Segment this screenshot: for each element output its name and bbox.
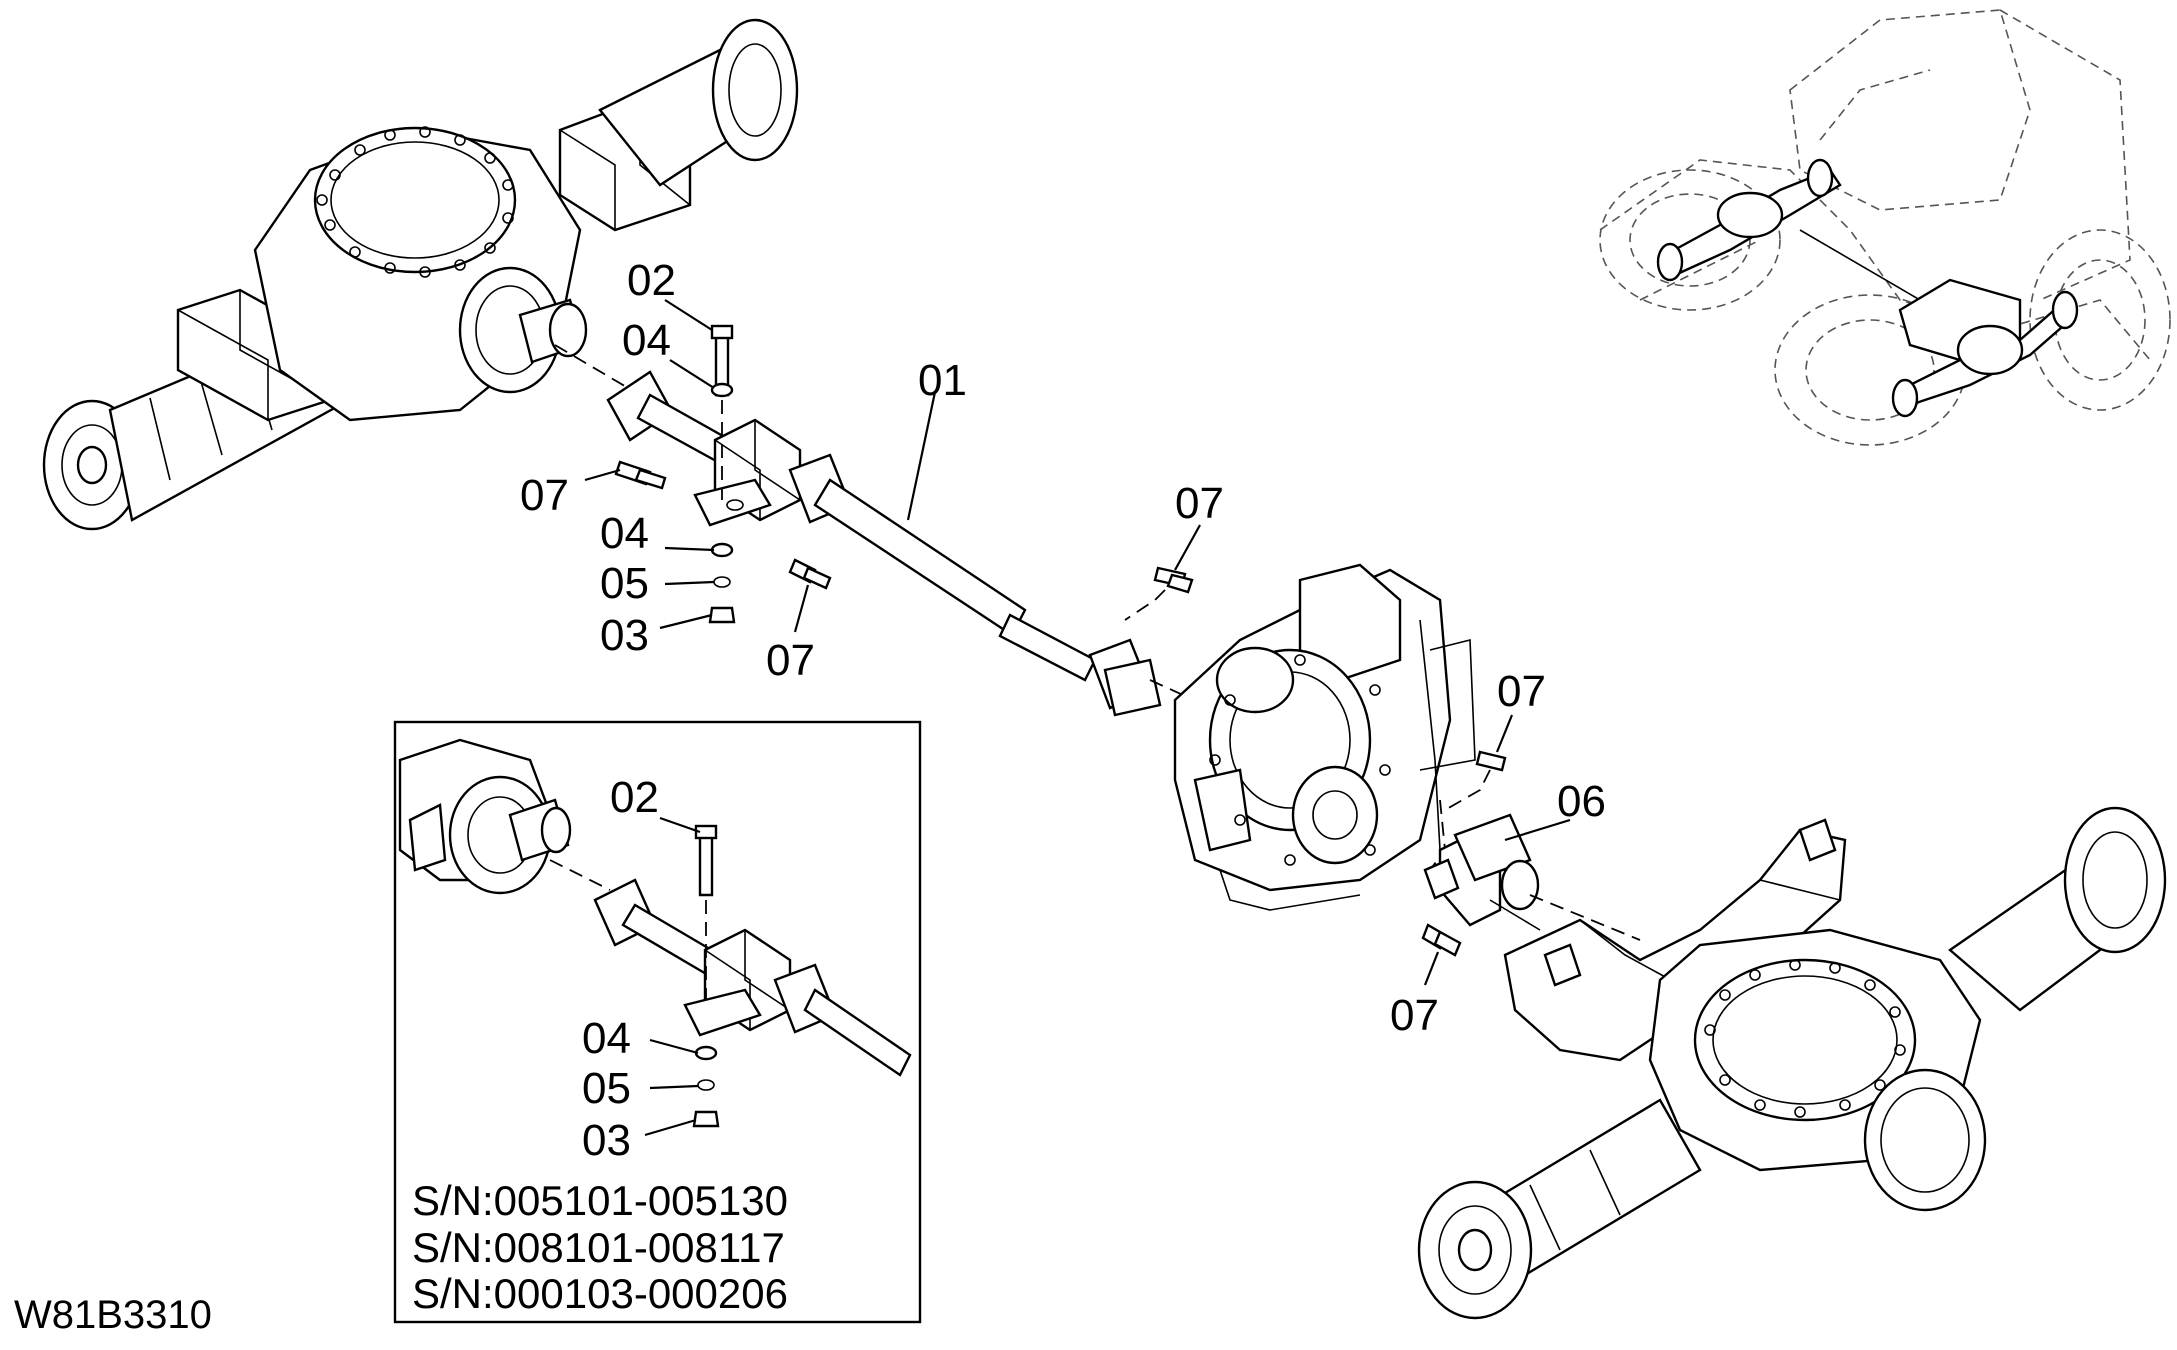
callout-06: 06	[1557, 777, 1606, 826]
transmission-assembly	[1124, 563, 1476, 911]
callout-05: 05	[600, 559, 649, 608]
drawing-code: W81B3310	[14, 1293, 212, 1337]
callout-02: 02	[610, 773, 659, 822]
rear-axle-assembly	[1417, 806, 2167, 1320]
callout-04: 04	[582, 1014, 631, 1063]
callout-07: 07	[1497, 667, 1546, 716]
callout-07: 07	[766, 636, 815, 685]
bearing-fasteners	[614, 324, 832, 624]
leader-lines	[584, 299, 1571, 1137]
callout-03: 03	[600, 611, 649, 660]
callout-01: 01	[918, 356, 967, 405]
serial-range: S/N:000103-000206	[412, 1270, 788, 1317]
serial-range: S/N:005101-005130	[412, 1177, 788, 1224]
serial-number-list: S/N:005101-005130 S/N:008101-008117 S/N:…	[412, 1177, 788, 1317]
serial-number-inset	[393, 720, 922, 1324]
callout-05: 05	[582, 1064, 631, 1113]
callout-07: 07	[1175, 479, 1224, 528]
callout-07: 07	[520, 471, 569, 520]
callout-02: 02	[627, 256, 676, 305]
front-axle-assembly	[42, 18, 799, 531]
callout-04: 04	[600, 509, 649, 558]
drive-shaft	[554, 344, 1206, 717]
serial-range: S/N:008101-008117	[412, 1224, 785, 1271]
callout-04: 04	[622, 316, 671, 365]
callout-03: 03	[582, 1116, 631, 1165]
machine-locator-view	[1599, 9, 2171, 446]
callout-labels: 02 04 07 04 05 03 07 01 07 07 06 07 02 0…	[520, 256, 1606, 1165]
callout-07: 07	[1390, 991, 1439, 1040]
rear-shaft-bearing	[1421, 750, 1641, 957]
